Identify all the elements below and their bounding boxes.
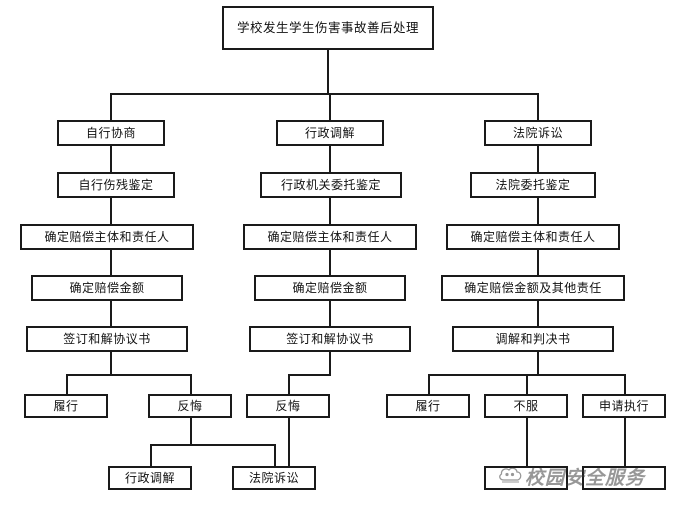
connector-fan-r: [274, 444, 276, 466]
connector-fan-l: [150, 444, 152, 466]
connector-out3-drop: [288, 418, 290, 466]
node-b1_r3[interactable]: 确定赔偿主体和责任人: [20, 224, 194, 250]
node-out1[interactable]: 履行: [24, 394, 108, 418]
node-b3_r5[interactable]: 调解和判决书: [452, 326, 614, 352]
connector-b1-r3-r4: [110, 250, 112, 275]
node-b1_r5[interactable]: 签订和解协议书: [26, 326, 188, 352]
connector-b2-r2-r3: [329, 198, 331, 224]
node-b3_r2[interactable]: 法院委托鉴定: [470, 172, 596, 198]
node-out4[interactable]: 履行: [386, 394, 470, 418]
node-label: 法院诉讼: [248, 470, 299, 485]
connector-b2-out-stem: [329, 352, 331, 374]
node-label: 行政调解: [304, 125, 355, 140]
connector-b1-r1-r2: [110, 146, 112, 172]
node-b2_r1[interactable]: 行政调解: [276, 120, 384, 146]
node-label: 学校发生学生伤害事故善后处理: [236, 20, 419, 36]
node-label: 反悔: [177, 398, 203, 413]
node-b3_r4[interactable]: 确定赔偿金额及其他责任: [441, 275, 625, 301]
node-final4[interactable]: [582, 466, 666, 490]
node-label: 申请执行: [598, 398, 649, 413]
node-out3[interactable]: 反悔: [246, 394, 330, 418]
connector-split1-m: [329, 93, 331, 120]
connector-b1-out-r: [190, 374, 192, 394]
connector-b2-r3-r4: [329, 250, 331, 275]
connector-split1-l: [110, 93, 112, 120]
connector-b3-r3-r4: [537, 250, 539, 275]
node-label: 自行协商: [85, 125, 136, 140]
connector-b1-out-bar: [66, 374, 190, 376]
node-label: 履行: [53, 398, 79, 413]
node-label: 签订和解协议书: [63, 331, 151, 346]
node-label: 不服: [513, 398, 539, 413]
connector-b3-r2-r3: [537, 198, 539, 224]
node-label: 反悔: [275, 398, 301, 413]
node-out2[interactable]: 反悔: [148, 394, 232, 418]
node-b2_r4[interactable]: 确定赔偿金额: [254, 275, 406, 301]
connector-b3-out-stem: [537, 352, 539, 374]
connector-b1-r4-r5: [110, 301, 112, 326]
node-label: 法院委托鉴定: [495, 177, 571, 192]
node-label: 签订和解协议书: [286, 331, 374, 346]
node-root[interactable]: 学校发生学生伤害事故善后处理: [222, 6, 434, 50]
node-b3_r3[interactable]: 确定赔偿主体和责任人: [446, 224, 620, 250]
connector-b2-r4-r5: [329, 301, 331, 326]
node-label: 履行: [415, 398, 441, 413]
node-label: 确定赔偿主体和责任人: [470, 229, 596, 244]
connector-out6-drop: [624, 418, 626, 466]
node-label: 确定赔偿主体和责任人: [44, 229, 170, 244]
node-out6[interactable]: 申请执行: [582, 394, 666, 418]
node-final1[interactable]: 行政调解: [108, 466, 192, 490]
connector-b2-out-bar: [288, 374, 331, 376]
node-final2[interactable]: 法院诉讼: [232, 466, 316, 490]
node-b3_r1[interactable]: 法院诉讼: [484, 120, 592, 146]
node-label: 法院诉讼: [512, 125, 563, 140]
connector-b3-r4-r5: [537, 301, 539, 326]
node-b2_r3[interactable]: 确定赔偿主体和责任人: [243, 224, 417, 250]
node-b1_r4[interactable]: 确定赔偿金额: [31, 275, 183, 301]
connector-b2-r1-r2: [329, 146, 331, 172]
node-label: 行政调解: [124, 470, 175, 485]
connector-root-stem: [327, 50, 329, 95]
node-b1_r2[interactable]: 自行伤残鉴定: [57, 172, 175, 198]
node-out5[interactable]: 不服: [484, 394, 568, 418]
connector-b1-out-l: [66, 374, 68, 394]
connector-b3-out-r: [624, 374, 626, 394]
node-b1_r1[interactable]: 自行协商: [57, 120, 165, 146]
connector-fan-bar: [150, 444, 274, 446]
node-label: 确定赔偿金额及其他责任: [464, 280, 602, 295]
connector-fan-stem: [190, 418, 192, 444]
node-b2_r2[interactable]: 行政机关委托鉴定: [260, 172, 402, 198]
connector-split1-bar: [110, 93, 538, 95]
node-final3[interactable]: [484, 466, 568, 490]
connector-b3-out-l: [428, 374, 430, 394]
node-b2_r5[interactable]: 签订和解协议书: [249, 326, 411, 352]
node-label: 行政机关委托鉴定: [280, 177, 381, 192]
connector-split1-r: [537, 93, 539, 120]
connector-b3-out-m: [526, 374, 528, 394]
connector-b1-r2-r3: [110, 198, 112, 224]
connector-b3-r1-r2: [537, 146, 539, 172]
node-label: 确定赔偿金额: [292, 280, 368, 295]
node-label: 调解和判决书: [495, 331, 571, 346]
node-label: 自行伤残鉴定: [78, 177, 154, 192]
node-label: 确定赔偿金额: [69, 280, 145, 295]
connector-b2-out-l: [288, 374, 290, 394]
connector-b1-out-stem: [110, 352, 112, 374]
node-label: 确定赔偿主体和责任人: [267, 229, 393, 244]
connector-out5-drop: [526, 418, 528, 466]
